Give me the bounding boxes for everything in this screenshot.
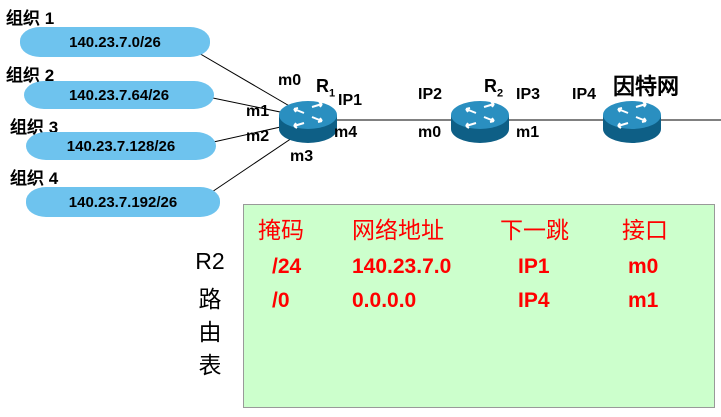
org-2-label: 组织 2 bbox=[6, 66, 55, 85]
r1-port-m1: m1 bbox=[246, 103, 270, 120]
r2-ip-left: IP2 bbox=[418, 86, 443, 103]
route-table-title-r2: R2 bbox=[195, 248, 225, 274]
r2-port-m0: m0 bbox=[418, 124, 442, 141]
link-org1-r1 bbox=[184, 44, 299, 112]
org-2-network: 140.23.7.64/26 bbox=[24, 81, 214, 109]
route-row-1-interface: m0 bbox=[628, 255, 659, 278]
org-4-network-address: 140.23.7.192/26 bbox=[68, 193, 178, 211]
org-1-network: 140.23.7.0/26 bbox=[20, 27, 210, 57]
r1-name-sub: 1 bbox=[329, 87, 336, 100]
route-row-1-network: 140.23.7.0 bbox=[352, 255, 452, 278]
internet-label: 因特网 bbox=[613, 74, 680, 99]
link-org4-r1 bbox=[199, 133, 299, 201]
route-table-title-char-1: 路 bbox=[198, 286, 222, 312]
org-3-network-address: 140.23.7.128/26 bbox=[66, 137, 176, 155]
r2-port-m1: m1 bbox=[516, 124, 540, 141]
link-org2-r1 bbox=[207, 96, 286, 114]
route-row-1-next-hop: IP1 bbox=[518, 255, 550, 278]
r1-port-m4: m4 bbox=[334, 124, 358, 141]
r2-name: R2 bbox=[484, 76, 503, 100]
route-table: 掩码 网络地址 下一跳 接口 /24 140.23.7.0 IP1 m0 /0 … bbox=[243, 204, 715, 408]
org-4-label: 组织 4 bbox=[10, 169, 59, 188]
r2-ip-right: IP3 bbox=[516, 86, 541, 103]
org-3-network: 140.23.7.128/26 bbox=[26, 132, 216, 160]
route-table-title-char-3: 表 bbox=[198, 352, 222, 378]
r2-name-letter: R bbox=[484, 76, 497, 96]
r1-port-m3: m3 bbox=[290, 148, 314, 165]
route-table-header-network: 网络地址 bbox=[352, 217, 444, 243]
org-1-network-address: 140.23.7.0/26 bbox=[69, 33, 161, 51]
route-row-2-mask: /0 bbox=[272, 289, 290, 312]
org-4-network: 140.23.7.192/26 bbox=[26, 187, 220, 217]
route-table-title-char-2: 由 bbox=[198, 319, 222, 345]
route-row-2-network: 0.0.0.0 bbox=[352, 289, 417, 312]
r1-name-letter: R bbox=[316, 76, 329, 96]
route-table-header-mask: 掩码 bbox=[258, 217, 304, 243]
r1-ip: IP1 bbox=[338, 92, 363, 109]
r1-name: R1 bbox=[316, 76, 335, 100]
route-table-header-next-hop: 下一跳 bbox=[500, 217, 569, 243]
r2-name-sub: 2 bbox=[497, 87, 504, 100]
router-r1-icon bbox=[279, 101, 337, 143]
router-r2-icon bbox=[451, 101, 509, 143]
route-row-2-interface: m1 bbox=[628, 289, 659, 312]
route-row-1-mask: /24 bbox=[272, 255, 302, 278]
internet-router-ip: IP4 bbox=[572, 86, 597, 103]
r1-port-m0: m0 bbox=[278, 72, 302, 89]
org-1-label: 组织 1 bbox=[6, 9, 55, 28]
r1-port-m2: m2 bbox=[246, 128, 270, 145]
router-internet-icon bbox=[603, 101, 661, 143]
route-table-header-interface: 接口 bbox=[622, 217, 668, 243]
org-2-network-address: 140.23.7.64/26 bbox=[68, 86, 170, 104]
route-row-2-next-hop: IP4 bbox=[518, 289, 550, 312]
